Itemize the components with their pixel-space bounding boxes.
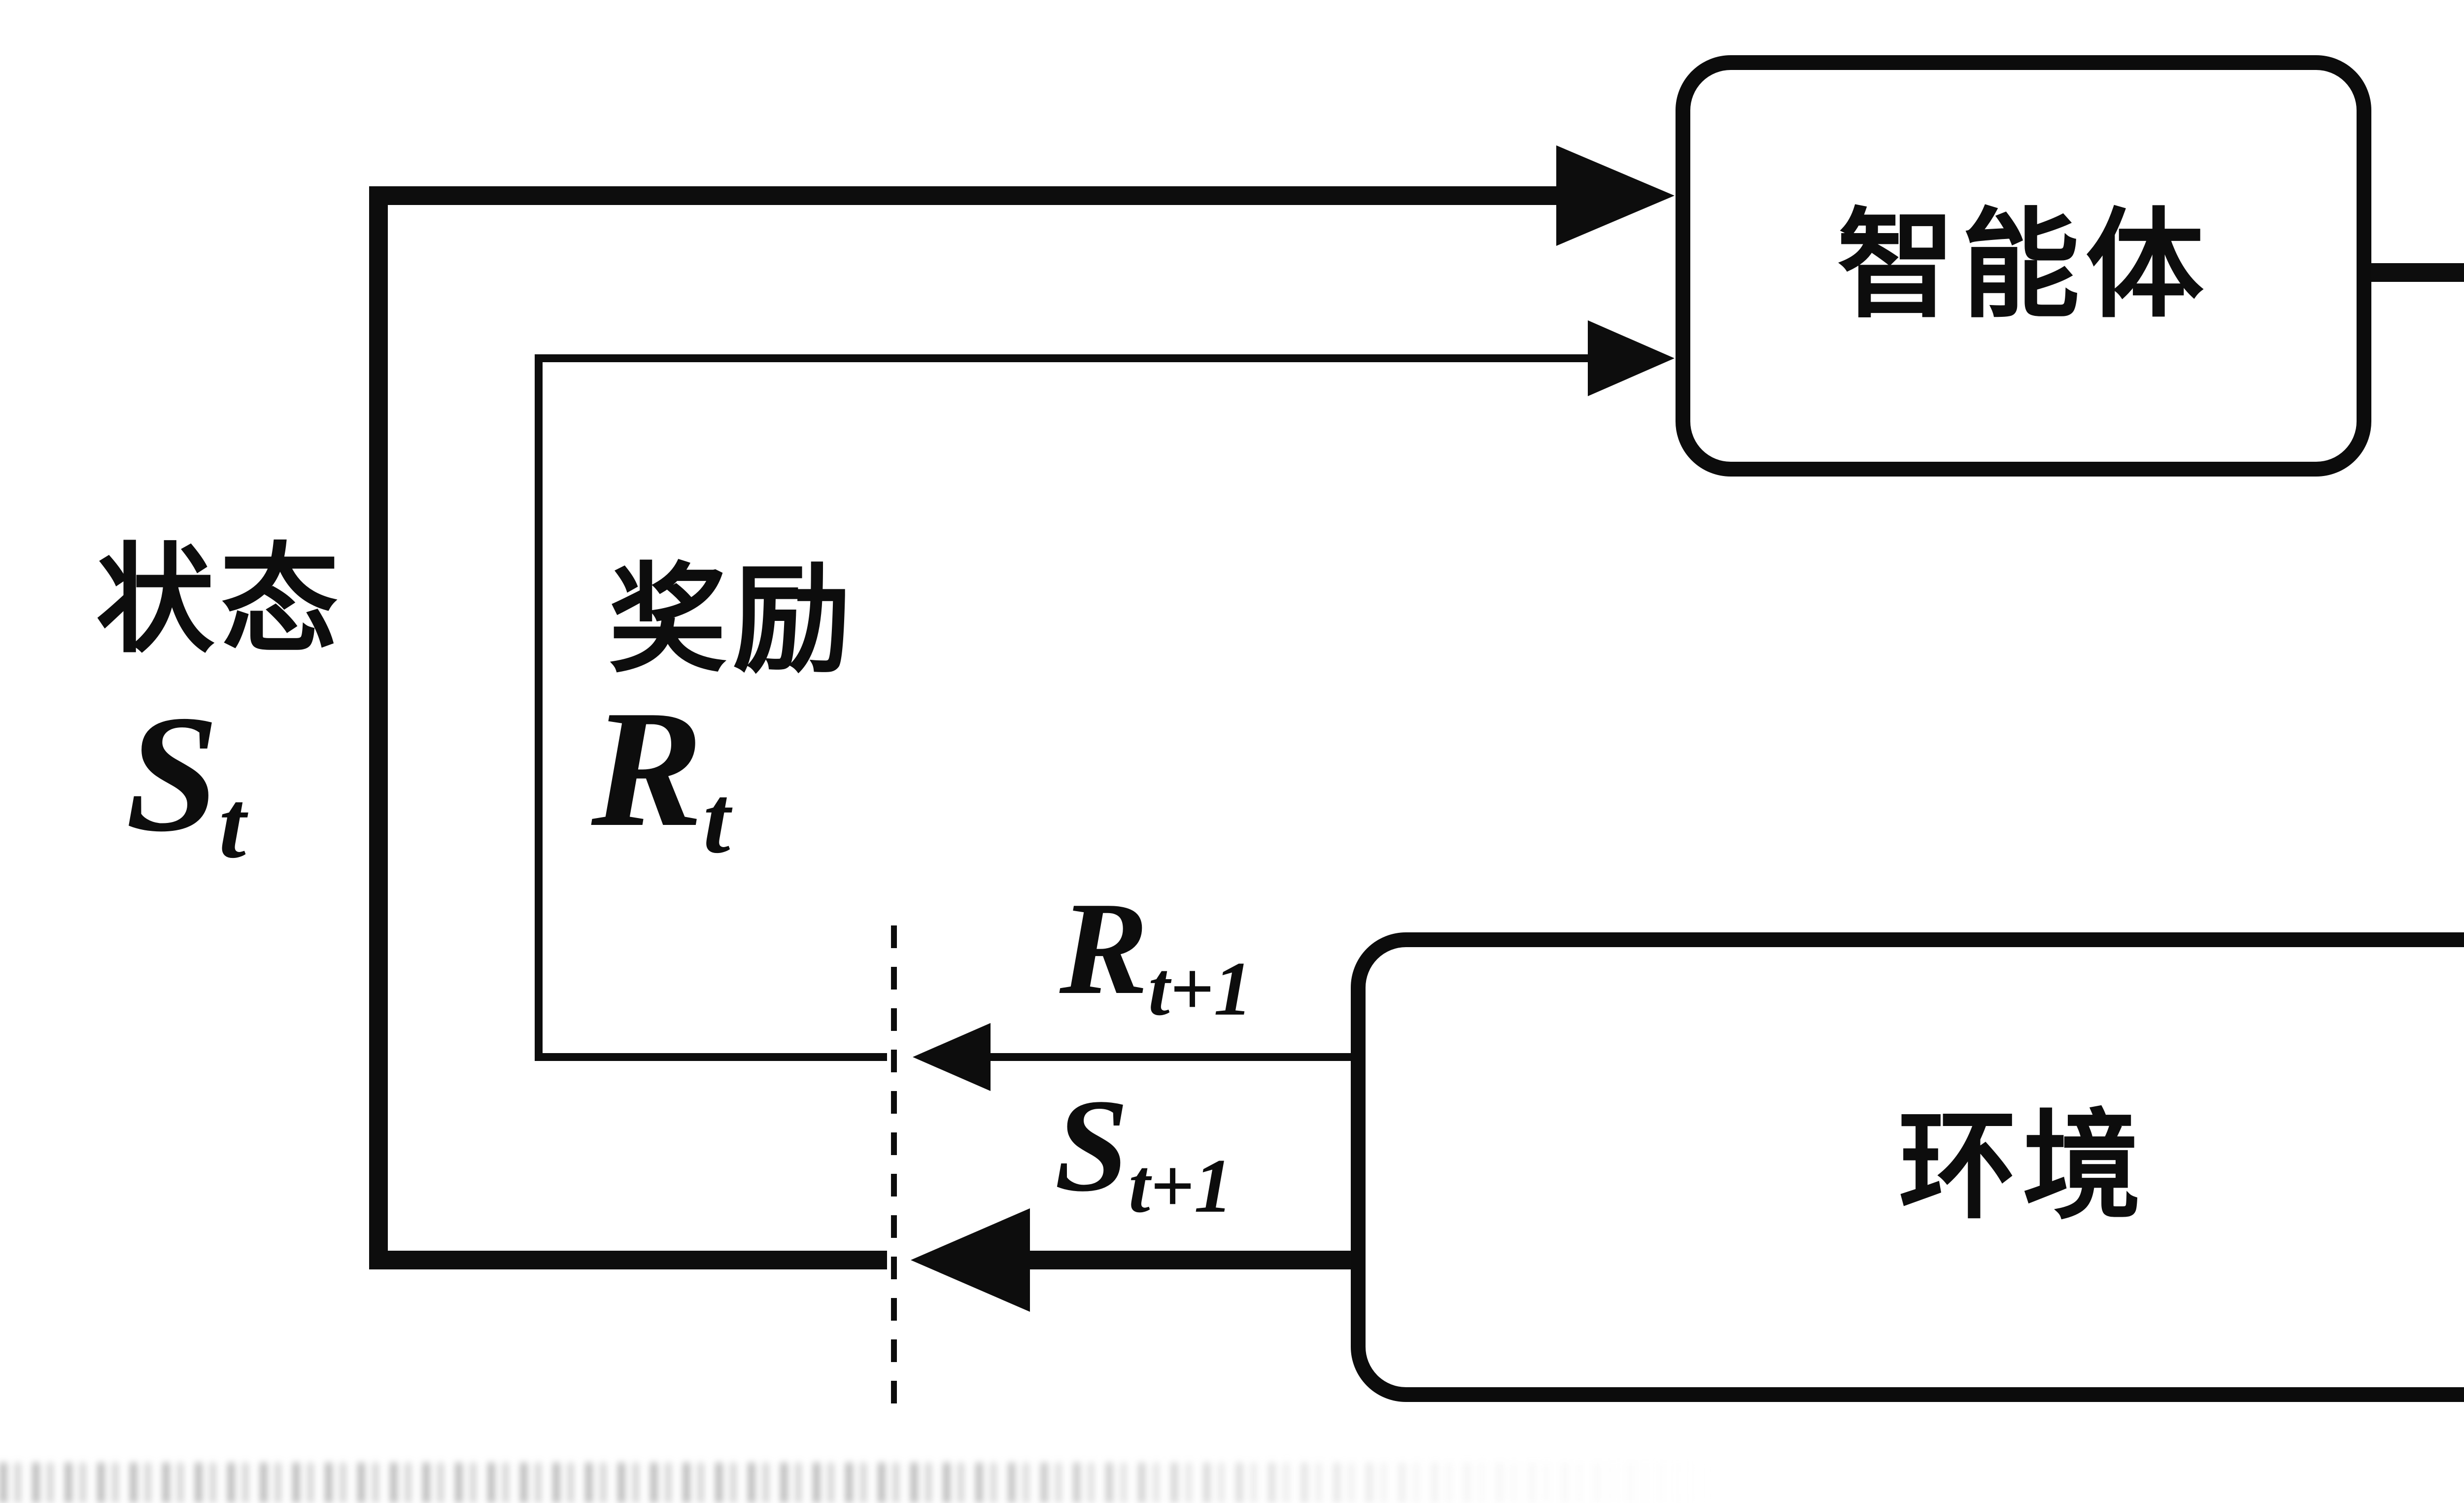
state-symbol-base: S [126, 681, 219, 866]
next-state-symbol-base: S [1055, 1072, 1129, 1219]
next-state-arrowhead [911, 1208, 1030, 1312]
reward-symbol-subscript: t [703, 765, 730, 874]
state-symbol-subscript: t [219, 770, 246, 879]
state-label: 状态 [96, 536, 345, 667]
illegible-cutoff-caption [0, 1463, 1705, 1503]
reward-symbol: Rt [591, 685, 730, 868]
state-loop-line [369, 186, 1562, 1269]
next-state-symbol: St+1 [1055, 1079, 1232, 1225]
next-reward-symbol-base: R [1060, 875, 1149, 1022]
next-reward-arrowhead [913, 1023, 991, 1091]
state-symbol: St [126, 690, 246, 873]
reward-symbol-base: R [591, 676, 703, 861]
state-into-agent-arrowhead [1556, 145, 1675, 246]
agent-box: 智能体 [1676, 55, 2371, 477]
next-reward-symbol: Rt+1 [1060, 882, 1252, 1027]
environment-box: 环境 [1351, 932, 2464, 1402]
next-state-symbol-subscript: t+1 [1129, 1142, 1233, 1229]
agent-box-label: 智能体 [1837, 200, 2210, 332]
environment-box-label: 环境 [1898, 1101, 2147, 1233]
reward-loop-line [535, 354, 1597, 1061]
next-reward-symbol-subscript: t+1 [1148, 945, 1253, 1031]
reward-label: 奖励 [609, 555, 857, 686]
reward-into-agent-arrowhead [1588, 320, 1675, 396]
